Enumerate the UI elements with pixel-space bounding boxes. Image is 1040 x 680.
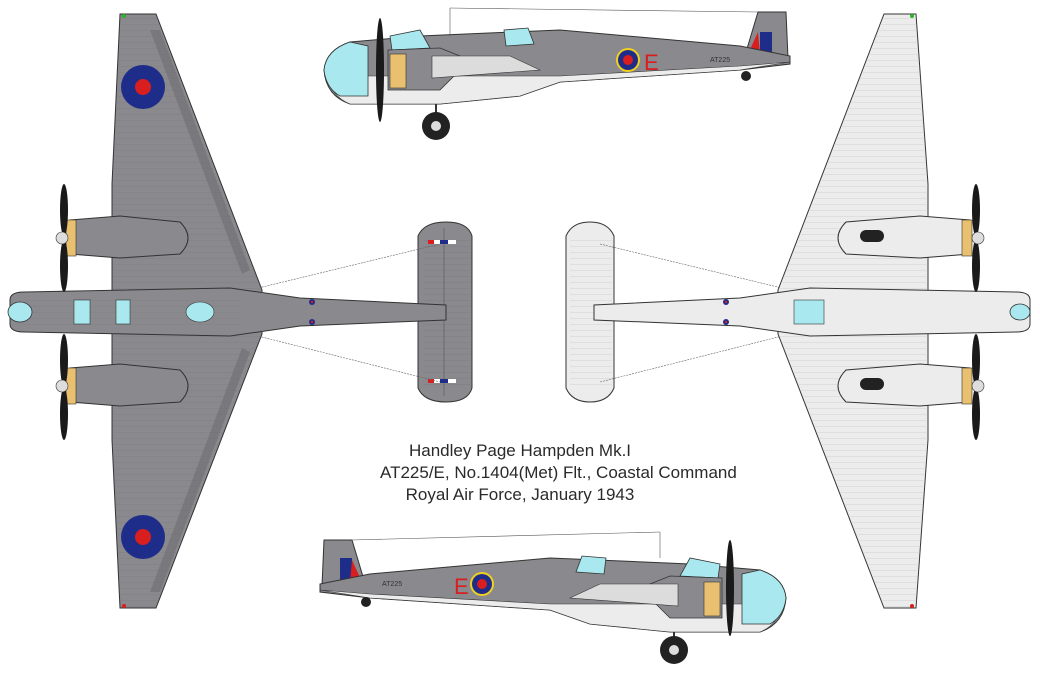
side-fuselage-roundel — [616, 48, 640, 72]
top-propeller — [55, 334, 69, 440]
caption-aircraft-type: Handley Page Hampden Mk.I — [408, 441, 632, 460]
side-tail-wheel — [361, 597, 371, 607]
bottom-propeller — [971, 184, 985, 292]
right-side-view: E AT225 — [319, 531, 787, 664]
caption-block: Handley Page Hampden Mk.I AT225/E, No.14… — [380, 440, 737, 506]
top-wing-roundel — [121, 65, 165, 109]
top-wing-roundel — [121, 515, 165, 559]
top-nose-glazing — [7, 301, 33, 323]
bottom-engine-nacelle — [837, 363, 973, 407]
top-bracing-line — [249, 333, 441, 383]
top-engine-nacelle — [65, 363, 189, 407]
top-view — [7, 13, 473, 609]
side-propeller — [726, 540, 734, 636]
side-serial: AT225 — [382, 581, 402, 588]
bottom-bracing-line — [599, 333, 791, 383]
caption-unit: AT225/E, No.1404(Met) Flt., Coastal Comm… — [380, 463, 737, 482]
side-tail-wheel — [741, 71, 751, 81]
bottom-propeller — [971, 334, 985, 440]
bottom-bracing-line — [599, 243, 791, 291]
side-serial: AT225 — [710, 57, 730, 64]
left-side-view: E AT225 — [323, 7, 791, 140]
side-propeller — [376, 18, 384, 122]
side-code-letter: E — [644, 50, 659, 75]
bottom-view — [565, 13, 1031, 609]
bottom-engine-nacelle — [837, 215, 973, 259]
top-engine-nacelle — [65, 215, 189, 259]
caption-service-date: Royal Air Force, January 1943 — [405, 485, 635, 504]
side-code-letter: E — [454, 574, 469, 599]
side-fuselage-roundel — [470, 572, 494, 596]
top-propeller — [55, 184, 69, 292]
top-bracing-line — [249, 243, 441, 291]
